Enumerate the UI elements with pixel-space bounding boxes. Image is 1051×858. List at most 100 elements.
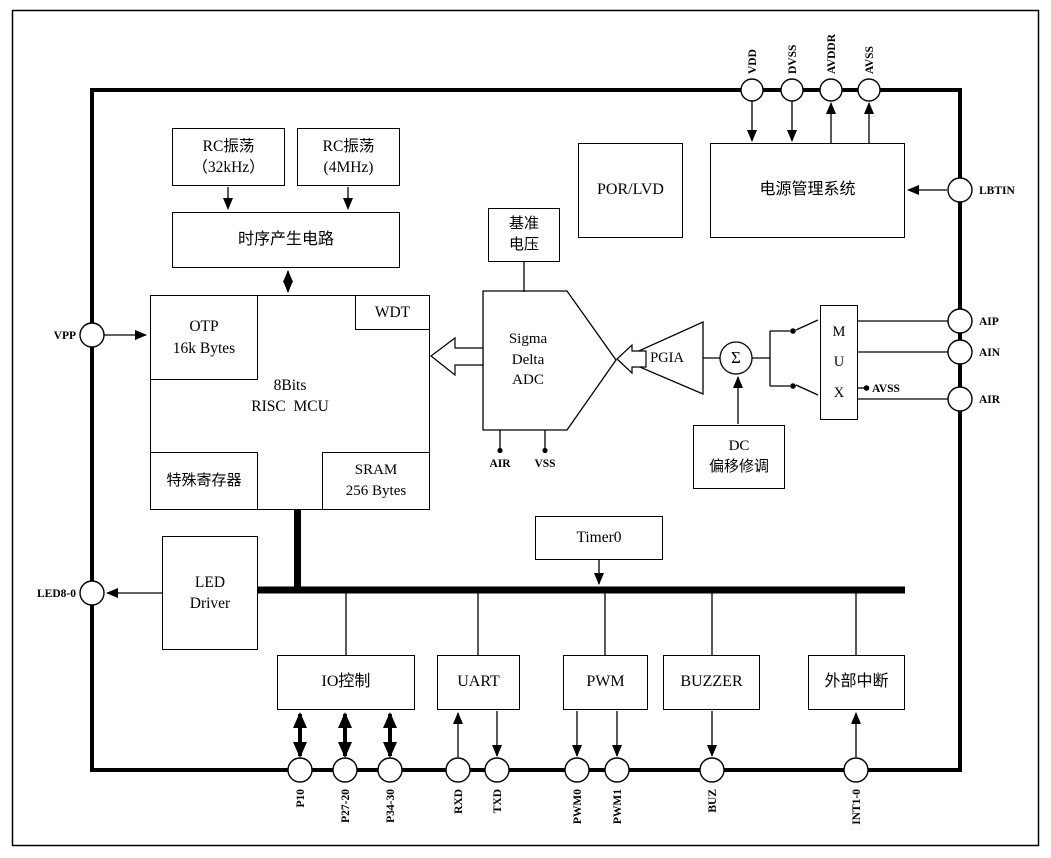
block-label: LED xyxy=(194,573,226,591)
system-bus xyxy=(256,586,905,594)
pin-dvss xyxy=(780,78,804,102)
block-timing-circuit: 时序产生电路 xyxy=(172,212,400,268)
outer-frame xyxy=(11,9,1040,847)
block-otp: OTP 16k Bytes xyxy=(150,295,258,380)
block-buzzer: BUZZER xyxy=(663,655,760,710)
pin-label-pwm1: PWM1 xyxy=(612,789,624,824)
block-label: IO控制 xyxy=(321,673,371,691)
block-label: 16k Bytes xyxy=(172,339,236,357)
pin-rxd xyxy=(445,757,471,783)
block-label: 电压 xyxy=(508,237,539,253)
block-label: 电源管理系统 xyxy=(759,181,856,199)
pin-label-led8-0: LED8-0 xyxy=(37,588,76,600)
block-io-control: IO控制 xyxy=(277,655,415,710)
block-sfr: 特殊寄存器 xyxy=(150,452,258,510)
pin-pwm1 xyxy=(604,757,630,783)
block-label: RC振荡 xyxy=(322,137,375,155)
block-power-management: 电源管理系统 xyxy=(710,143,905,238)
connector-lines xyxy=(104,101,948,758)
pin-avss xyxy=(857,78,881,102)
pin-aip xyxy=(947,308,973,334)
block-vref: 基准 电压 xyxy=(488,208,560,262)
block-label: Driver xyxy=(189,595,231,612)
pin-label-avddr: AVDDR xyxy=(826,33,838,74)
block-label: (4MHz) xyxy=(323,159,374,176)
pin-p10 xyxy=(287,757,313,783)
block-label: RISC MCU xyxy=(251,398,329,415)
block-label: UART xyxy=(457,673,500,691)
adc-air-label: AIR xyxy=(489,458,511,470)
block-label: PWM xyxy=(586,673,625,691)
pin-label-avss: AVSS xyxy=(864,46,876,74)
block-sram: SRAM 256 Bytes xyxy=(322,452,430,510)
pin-label-ain: AIN xyxy=(979,347,1001,359)
adc-to-mcu-arrow xyxy=(430,336,484,377)
pgia-to-adc-arrow xyxy=(616,343,647,375)
adc-vss-label: VSS xyxy=(534,458,555,470)
block-dc-offset-trim: DC 偏移修调 xyxy=(693,425,785,489)
pin-vdd xyxy=(740,78,764,102)
block-label: SRAM xyxy=(354,462,398,479)
block-label: Σ xyxy=(731,348,741,368)
block-label: 时序产生电路 xyxy=(237,230,334,248)
pin-label-p10: P10 xyxy=(295,789,307,808)
pin-label-dvss: DVSS xyxy=(787,45,799,74)
pin-label-lbtin: LBTIN xyxy=(979,185,1015,197)
pin-buz xyxy=(699,757,725,783)
block-rc-osc-4m: RC振荡 (4MHz) xyxy=(297,128,400,186)
junction-dots xyxy=(497,328,870,454)
pin-label-int1-0: INT1-0 xyxy=(851,789,863,825)
pin-pads xyxy=(79,78,973,783)
block-label: PGIA xyxy=(650,350,684,366)
pin-p34-30 xyxy=(377,757,403,783)
pin-avddr xyxy=(819,78,843,102)
pin-label-p27-20: P27-20 xyxy=(340,789,352,823)
pin-led8-0 xyxy=(79,580,105,606)
block-timer0: Timer0 xyxy=(535,516,663,560)
block-label: Timer0 xyxy=(576,529,622,547)
block-label: X xyxy=(833,384,845,401)
block-label: 特殊寄存器 xyxy=(166,472,242,489)
block-mux: M U X xyxy=(820,305,858,420)
block-por-lvd: POR/LVD xyxy=(578,143,683,238)
block-label: OTP xyxy=(189,318,219,336)
pin-label-rxd: RXD xyxy=(453,789,465,814)
pin-label-p34-30: P34-30 xyxy=(385,789,397,823)
pin-ain xyxy=(947,339,973,365)
block-mcu-core-label: 8Bits RISC MCU xyxy=(185,370,395,422)
block-label: 偏移修调 xyxy=(708,459,769,475)
pin-label-pwm0: PWM0 xyxy=(572,789,584,824)
pin-label-txd: TXD xyxy=(492,789,504,813)
block-label: BUZZER xyxy=(680,673,743,691)
block-label: POR/LVD xyxy=(597,181,664,199)
adc-shape xyxy=(482,290,617,431)
block-label: M xyxy=(832,323,846,340)
block-label: 8Bits xyxy=(273,376,307,394)
block-label: ADC xyxy=(512,372,544,389)
block-label: U xyxy=(833,354,845,371)
mux-avss-label: AVSS xyxy=(872,383,900,395)
pin-label-buz: BUZ xyxy=(707,789,719,813)
block-label: 基准 xyxy=(508,216,539,233)
block-rc-osc-32k: RC振荡 （32kHz） xyxy=(172,128,285,186)
block-sigma-delta-adc-label: Sigma Delta ADC xyxy=(486,318,570,402)
pin-air xyxy=(947,386,973,412)
block-label: Sigma xyxy=(508,330,548,347)
pin-label-vdd: VDD xyxy=(747,49,759,74)
block-label: 256 Bytes xyxy=(345,483,407,499)
block-label: （32kHz） xyxy=(192,159,265,176)
pin-label-vpp: VPP xyxy=(54,330,76,342)
pin-label-air: AIR xyxy=(979,394,1001,406)
pin-vpp xyxy=(79,322,105,348)
block-label: WDT xyxy=(374,303,411,321)
block-label: DC xyxy=(728,438,750,455)
pin-p27-20 xyxy=(332,757,358,783)
block-external-interrupt: 外部中断 xyxy=(808,655,905,710)
block-wdt: WDT xyxy=(355,295,430,330)
pin-txd xyxy=(484,757,510,783)
block-summer-label: Σ xyxy=(720,345,752,371)
mcu-bus-riser xyxy=(294,508,301,588)
pin-lbtin xyxy=(947,177,973,203)
block-pgia-label: PGIA xyxy=(637,347,697,369)
